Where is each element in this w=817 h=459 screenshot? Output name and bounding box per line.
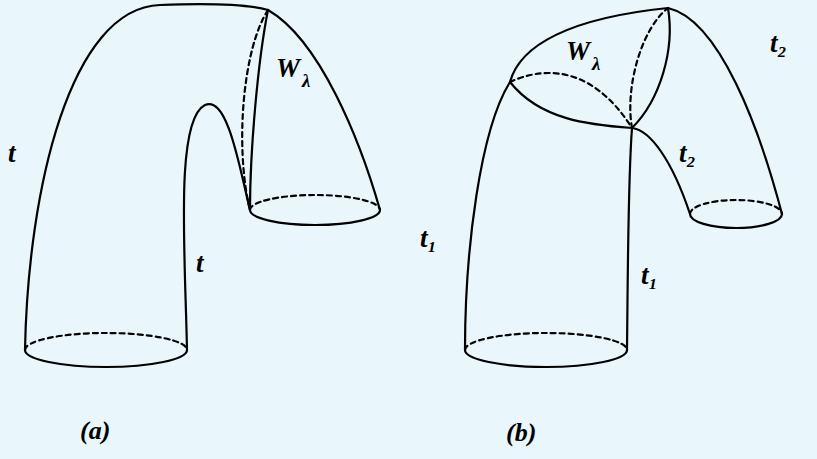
surface-label: t: [196, 250, 204, 277]
surface-label: t₁: [641, 262, 658, 289]
surface-label: W: [276, 55, 300, 82]
end-ellipse-back: [25, 333, 187, 350]
surface-label: t₂: [679, 140, 696, 167]
cut-loop-front: [510, 82, 632, 128]
subscript-label: λ: [302, 71, 310, 90]
inner-contour: [627, 128, 632, 350]
end-ellipse-front: [465, 350, 627, 367]
outer-contour: [465, 8, 668, 350]
cut-loop-back: [630, 8, 668, 128]
end-ellipse-back: [465, 333, 627, 350]
end-ellipse-front: [690, 214, 782, 228]
end-ellipse-front: [25, 350, 187, 367]
surface-label: t₁: [420, 225, 437, 252]
cut-loop-back: [242, 10, 268, 210]
end-ellipse-back: [250, 195, 380, 210]
outer-contour: [268, 10, 380, 210]
cut-loop-back: [510, 73, 632, 128]
subscript-label: λ: [592, 54, 600, 73]
outer-contour: [25, 4, 268, 350]
surface-label: W: [566, 38, 590, 65]
surface-label: t₂: [770, 30, 787, 57]
outer-contour: [668, 8, 782, 214]
end-ellipse-front: [250, 210, 380, 225]
surface-label: t: [8, 140, 16, 167]
panel-label: (b): [506, 420, 536, 446]
inner-contour: [184, 104, 250, 350]
end-ellipse-back: [690, 200, 782, 214]
panel-label: (a): [80, 418, 110, 444]
cut-loop-front: [250, 10, 268, 210]
cut-loop-front: [632, 8, 670, 128]
